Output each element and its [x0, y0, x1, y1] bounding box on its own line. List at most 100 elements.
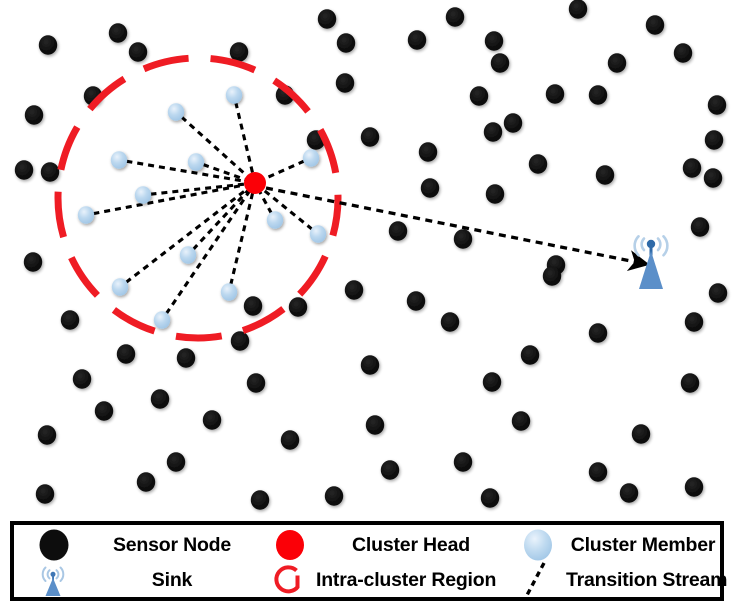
sensor-node	[708, 283, 728, 303]
sensor-node	[406, 291, 426, 311]
sensor-node	[243, 296, 263, 316]
sensor-node	[453, 452, 473, 472]
cluster-member	[111, 278, 129, 296]
intra-cluster-region	[54, 54, 342, 342]
legend-item-intra-cluster-region: Intra-cluster Region	[260, 562, 506, 598]
sensor-node	[230, 331, 250, 351]
sensor-node	[445, 7, 465, 27]
sensor-node	[288, 297, 308, 317]
sensor-node	[176, 348, 196, 368]
sink-wave-icon	[633, 235, 669, 257]
sensor-node	[484, 31, 504, 51]
cluster-member	[302, 149, 320, 167]
legend-box: Sensor Node Cluster Head	[10, 521, 728, 601]
sensor-node	[365, 415, 385, 435]
sensor-node	[336, 33, 356, 53]
transition-stream-group	[93, 101, 314, 315]
sink-node	[633, 235, 669, 289]
transition-stream	[202, 163, 247, 182]
cluster-head-marker	[244, 172, 266, 194]
sensor-node	[645, 15, 665, 35]
legend-row-bottom: Sink Intra-cluster Region	[14, 562, 728, 598]
cluster-member	[179, 246, 197, 264]
sensor-node	[503, 113, 523, 133]
legend-label-intra-cluster-region: Intra-cluster Region	[316, 568, 497, 591]
legend-item-sensor-node: Sensor Node	[14, 527, 260, 563]
cluster-member	[167, 103, 185, 121]
sensor-node	[317, 9, 337, 29]
sensor-node	[703, 168, 723, 188]
legend-item-cluster-head: Cluster Head	[260, 527, 506, 563]
cluster-member	[187, 153, 205, 171]
sensor-node	[680, 373, 700, 393]
sensor-node	[38, 35, 58, 55]
sensor-node	[684, 477, 704, 497]
sensor-node	[542, 266, 562, 286]
transition-stream	[126, 159, 246, 183]
intra-cluster-region-ring	[54, 54, 342, 342]
transition-stream	[164, 190, 251, 315]
sensor-node	[545, 84, 565, 104]
transition-stream	[234, 101, 255, 174]
sensor-node	[707, 95, 727, 115]
cluster-member	[225, 86, 243, 104]
sensor-node	[72, 369, 92, 389]
legend-label-sink: Sink	[151, 568, 193, 591]
legend-label-transition-stream: Transition Stream	[566, 568, 728, 591]
intra-cluster-region-icon	[264, 562, 316, 598]
sensor-node	[631, 424, 651, 444]
sink-tower	[633, 235, 669, 289]
sensor-node	[280, 430, 300, 450]
sensor-node	[482, 372, 502, 392]
sensor-node	[35, 484, 55, 504]
sensor-node	[23, 252, 43, 272]
sensor-node	[568, 0, 588, 19]
sensor-node	[588, 323, 608, 343]
sensor-node	[136, 472, 156, 492]
cluster-member	[134, 186, 152, 204]
sensor-node	[150, 389, 170, 409]
transition-stream	[180, 115, 249, 178]
cluster-member	[220, 283, 238, 301]
cluster-member	[266, 211, 284, 229]
legend-label-sensor-node: Sensor Node	[112, 533, 232, 556]
cluster-member	[309, 225, 327, 243]
sink-transition-stream	[265, 186, 650, 271]
sensor-node	[607, 53, 627, 73]
sensor-node	[595, 165, 615, 185]
sensor-node	[483, 122, 503, 142]
cluster-head	[244, 172, 266, 194]
sensor-node	[229, 42, 249, 62]
sensor-node	[440, 312, 460, 332]
sensor-node	[108, 23, 128, 43]
legend-item-transition-stream: Transition Stream	[506, 562, 728, 598]
transition-stream	[93, 183, 246, 216]
sensor-field	[14, 0, 728, 510]
sensor-node	[360, 355, 380, 375]
sensor-node	[480, 488, 500, 508]
head-to-sink-stream	[265, 186, 650, 271]
sensor-node	[360, 127, 380, 147]
sensor-node	[619, 483, 639, 503]
sensor-node	[128, 42, 148, 62]
sensor-node	[60, 310, 80, 330]
cluster-head-icon	[264, 527, 316, 563]
sensor-node	[344, 280, 364, 300]
sensor-node	[407, 30, 427, 50]
sensor-node	[246, 373, 266, 393]
cluster-member	[110, 151, 128, 169]
transition-stream	[263, 159, 305, 181]
transition-stream	[229, 192, 255, 286]
sensor-node	[528, 154, 548, 174]
sensor-node	[40, 162, 60, 182]
cluster-member-icon	[514, 527, 566, 563]
sensor-node	[453, 229, 473, 249]
sensor-node	[37, 425, 57, 445]
sensor-node	[388, 221, 408, 241]
sensor-node	[511, 411, 531, 431]
transition-stream	[124, 187, 249, 284]
sensor-node	[682, 158, 702, 178]
sensor-node	[469, 86, 489, 106]
sensor-node	[250, 490, 270, 510]
sensor-node	[690, 217, 710, 237]
